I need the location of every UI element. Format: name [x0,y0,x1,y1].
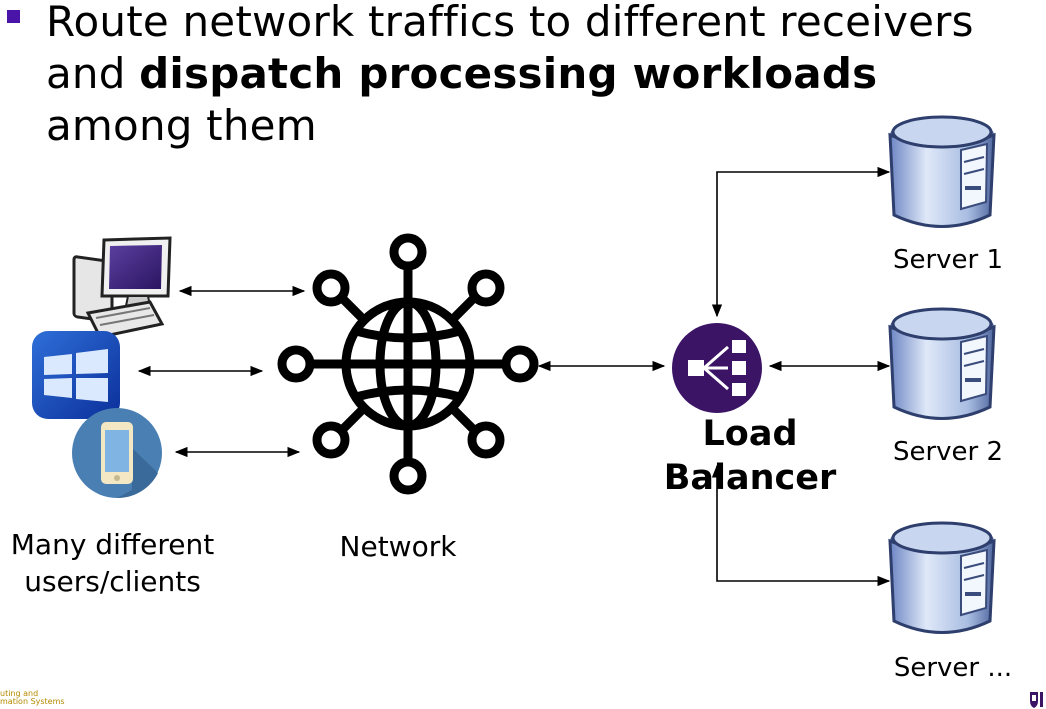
footer-line-2: mation Systems [0,697,65,706]
university-logo-icon [1030,692,1043,708]
network-label: Network [339,530,457,563]
footer-line-1: uting and [0,689,39,698]
load-balancer-label: Load Balancer [663,414,837,498]
heading-text-2: among them [46,101,317,150]
windows-app-icon [32,331,120,419]
arrow-loadbalancer-server1 [711,166,891,318]
server-2-label: Server 2 [892,437,1004,467]
heading-text-bold: dispatch processing workloads [139,49,878,98]
server-3-label: Server ... [893,653,1013,683]
load-balancer-icon [672,323,762,413]
server-2-icon [888,307,996,420]
server-1-label: Server 1 [892,245,1004,275]
smartphone-icon [72,408,162,499]
arrow-loadbalancer-server3 [711,464,891,587]
server-3-icon [888,521,996,634]
footer-logo-text: uting and mation Systems [0,690,65,706]
users-label: Many different users/clients [10,528,215,598]
desktop-computer-icon [72,236,172,339]
server-1-icon [888,115,996,228]
network-globe-icon [277,233,539,495]
slide-heading: Route network traffics to different rece… [46,0,1036,152]
bullet-marker [7,10,20,23]
heading-text-1: Route network traffics to different rece… [46,0,974,98]
